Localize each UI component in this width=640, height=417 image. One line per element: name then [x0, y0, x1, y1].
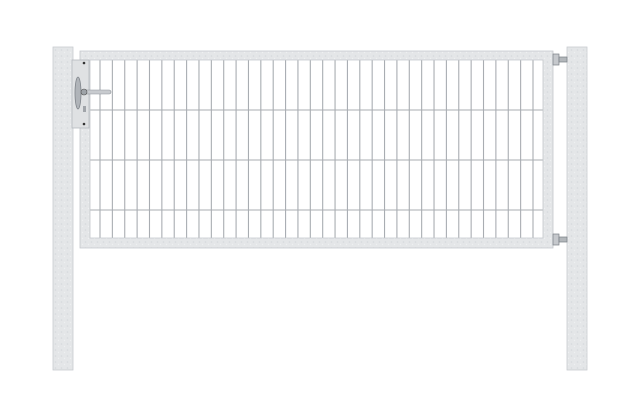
left-post [52, 46, 74, 371]
lower-hinge [552, 233, 568, 246]
lock-rosette [74, 76, 82, 110]
wire-mesh [90, 60, 543, 238]
gate-frame [79, 50, 554, 249]
keyhole-icon [83, 106, 86, 112]
lock-box [71, 59, 112, 129]
handle-pivot [80, 88, 88, 96]
screw-icon [82, 61, 86, 65]
upper-hinge [552, 53, 568, 66]
right-post [566, 46, 588, 371]
screw-icon [82, 122, 86, 126]
